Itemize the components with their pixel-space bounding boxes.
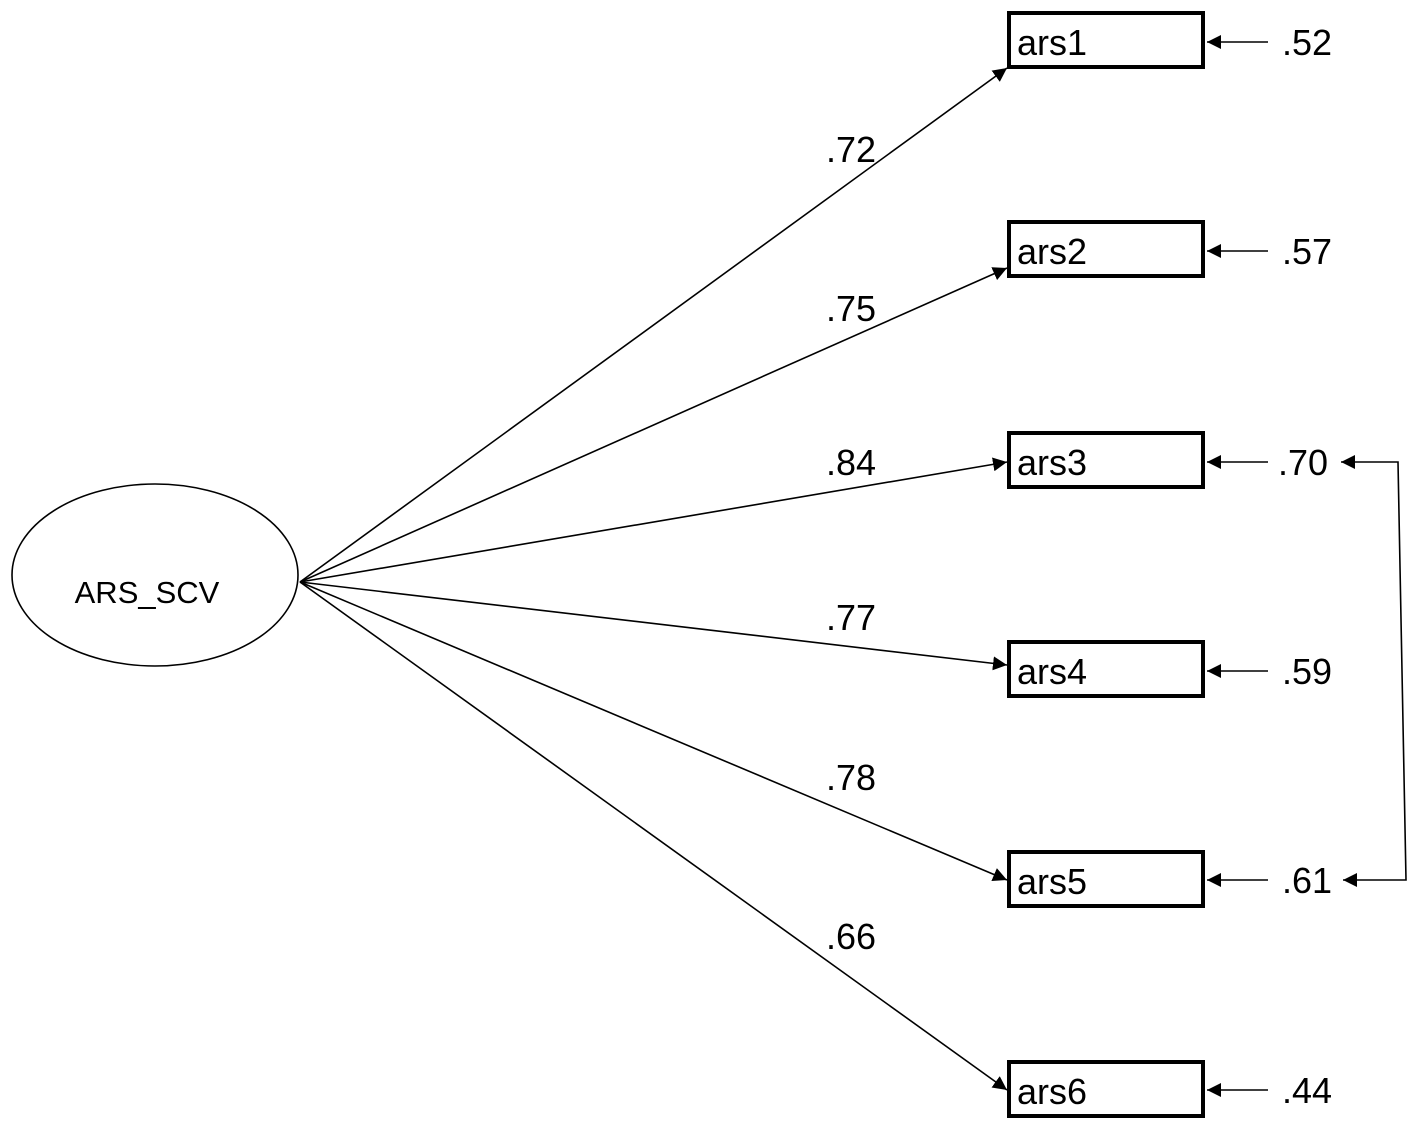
indicator-box-ars3 [1007,431,1205,489]
indicator-label-ars6: ars6 [1017,1071,1087,1112]
indicator-label-ars5: ars5 [1017,861,1087,902]
latent-label: ARS_SCV [75,575,220,610]
loading-value-ars3: .84 [826,442,876,483]
loading-value-ars5: .78 [826,757,876,798]
error-covariance-path [1341,455,1407,887]
loading-path-ars6 [299,581,1008,1091]
error-value-ars2: .57 [1282,231,1332,272]
error-value-ars5: .61 [1282,860,1332,901]
error-value-ars3: .70 [1278,442,1328,483]
indicator-box-ars6 [1007,1060,1205,1118]
indicator-box-ars1 [1007,11,1205,69]
loading-path-ars2 [299,267,1008,583]
loading-value-ars4: .77 [826,597,876,638]
indicator-box-ars5 [1007,850,1205,908]
loading-value-ars1: .72 [826,129,876,170]
indicator-box-ars2 [1007,220,1205,278]
loading-value-ars2: .75 [826,288,876,329]
latent-ellipse [11,483,299,667]
error-value-ars1: .52 [1282,22,1332,63]
loading-path-ars1 [299,67,1008,583]
indicator-label-ars4: ars4 [1017,651,1087,692]
indicator-label-ars1: ars1 [1017,22,1087,63]
indicator-label-ars3: ars3 [1017,442,1087,483]
indicator-label-ars2: ars2 [1017,231,1087,272]
error-value-ars6: .44 [1282,1070,1332,1111]
indicator-box-ars4 [1007,640,1205,698]
loading-value-ars6: .66 [826,916,876,957]
loading-path-ars5 [299,581,1008,882]
loading-path-ars3 [299,457,1008,583]
error-value-ars4: .59 [1282,651,1332,692]
loading-path-ars4 [299,581,1008,671]
